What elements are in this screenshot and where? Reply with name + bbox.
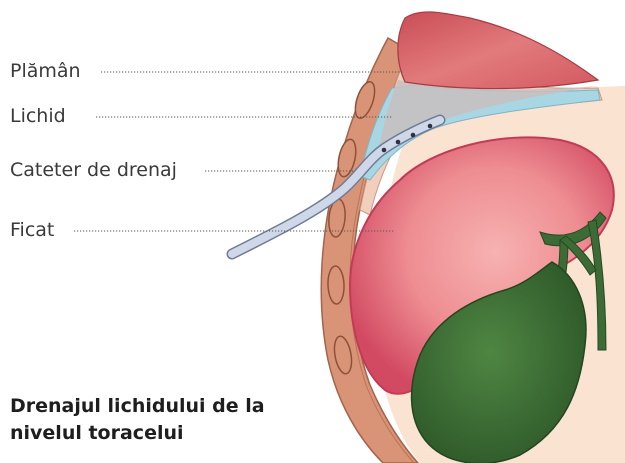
caption: Drenajul lichidului de la nivelul torace… bbox=[10, 393, 265, 447]
label-lung: Plămân bbox=[10, 60, 81, 82]
lung bbox=[398, 12, 598, 89]
caption-line-1: Drenajul lichidului de la bbox=[10, 393, 265, 420]
label-fluid: Lichid bbox=[10, 105, 66, 127]
label-liver: Ficat bbox=[10, 219, 54, 241]
caption-line-2: nivelul toracelui bbox=[10, 420, 265, 447]
label-drain: Cateter de drenaj bbox=[10, 159, 177, 181]
